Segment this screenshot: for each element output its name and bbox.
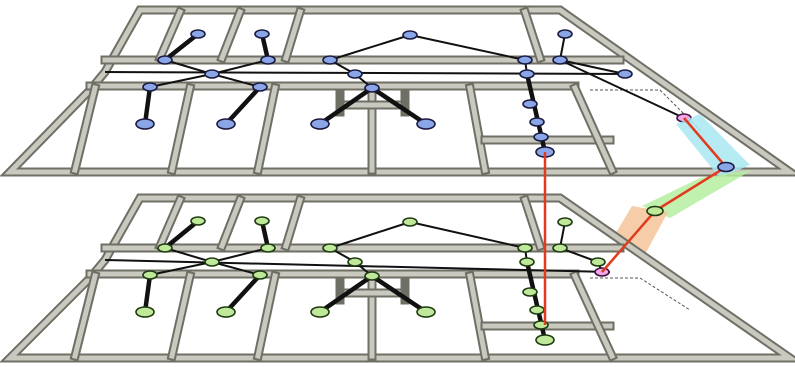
lower-node (590, 257, 606, 267)
upper-node (529, 117, 545, 127)
stair-node-upper (717, 161, 735, 173)
lower-node (347, 257, 363, 267)
lower-node (322, 243, 338, 253)
upper-graph-edges (104, 31, 685, 155)
lower-node (402, 217, 418, 227)
inter-floor-links (543, 117, 728, 325)
lower-node (204, 257, 220, 267)
upper-node (347, 69, 363, 79)
upper-node (364, 83, 380, 93)
upper-node (552, 55, 568, 65)
upper-node (416, 118, 436, 130)
lower-top-room-walls (154, 194, 546, 252)
lower-node (310, 306, 330, 318)
lower-open-area-edge (590, 277, 691, 311)
lower-node (135, 306, 155, 318)
lower-corridor-walls (85, 243, 625, 279)
upper-node (519, 69, 535, 79)
upper-node (533, 132, 549, 142)
lower-node (252, 270, 268, 280)
upper-node (204, 69, 220, 79)
lower-node (260, 243, 276, 253)
stair-link (601, 117, 728, 273)
upper-node (254, 29, 270, 39)
lower-node (216, 306, 236, 318)
lower-graph-nodes (135, 216, 610, 346)
upper-node (216, 118, 236, 130)
lower-node (517, 243, 533, 253)
lower-node (519, 257, 535, 267)
region-green (642, 170, 752, 218)
upper-node (617, 69, 633, 79)
lower-node (142, 270, 158, 280)
lower-node (529, 305, 545, 315)
upper-node (190, 29, 206, 39)
lower-node (364, 271, 380, 281)
lower-node (157, 243, 173, 253)
lower-node (522, 287, 538, 297)
upper-node (310, 118, 330, 130)
upper-node (135, 118, 155, 130)
lower-node (552, 243, 568, 253)
upper-node (402, 30, 418, 40)
upper-node (517, 55, 533, 65)
lower-node (190, 216, 206, 226)
upper-node (252, 82, 268, 92)
lower-node (557, 217, 573, 227)
upper-node (142, 82, 158, 92)
upper-floor (0, 5, 795, 177)
stair-node-lower (646, 205, 664, 217)
upper-node (322, 55, 338, 65)
upper-node (260, 55, 276, 65)
stair-link-nodes (646, 161, 735, 217)
upper-top-room-walls (154, 6, 546, 64)
lower-node (535, 334, 555, 346)
upper-node (157, 55, 173, 65)
upper-node (522, 99, 538, 109)
lower-bottom-room-walls (69, 270, 618, 362)
lower-node (416, 306, 436, 318)
lower-node (254, 216, 270, 226)
lower-floor (0, 193, 795, 363)
upper-node (557, 29, 573, 39)
upper-corridor-walls (85, 55, 625, 91)
